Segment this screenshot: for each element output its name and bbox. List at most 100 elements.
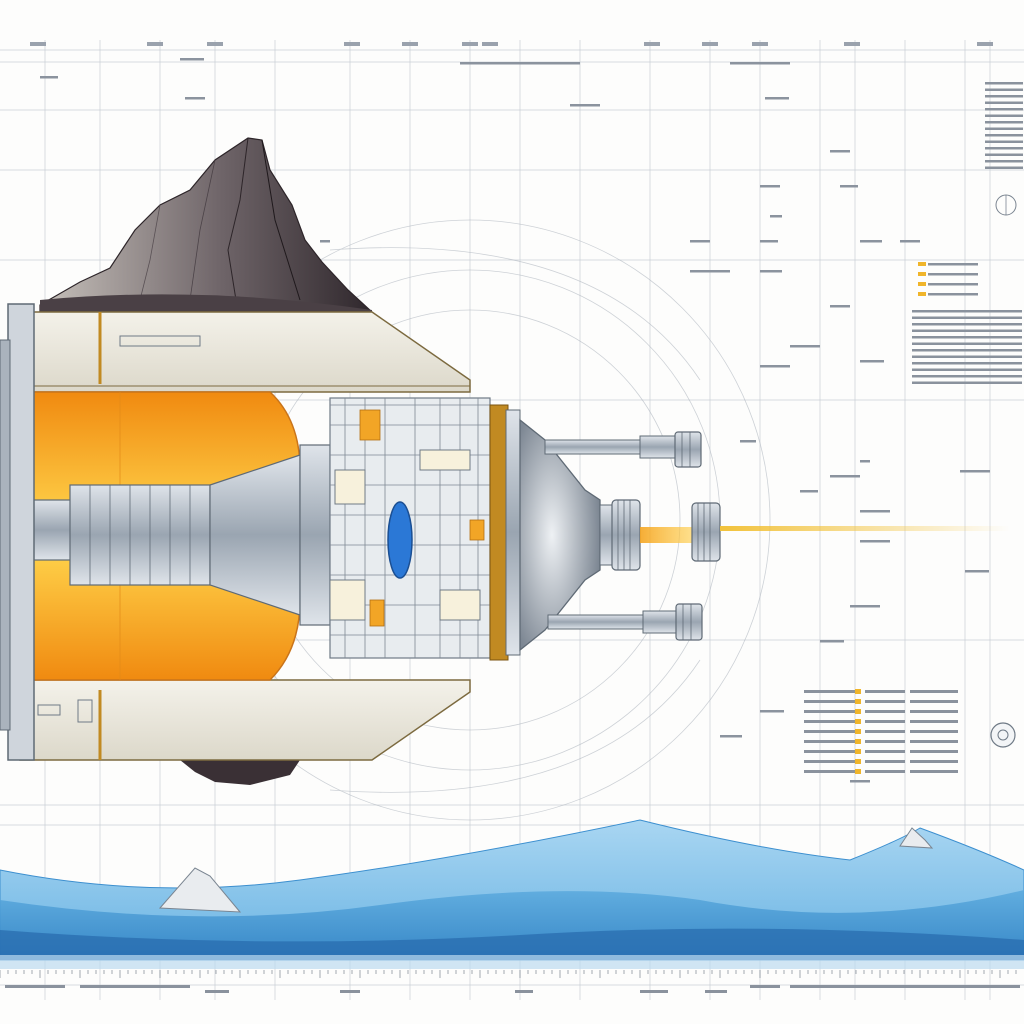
- compass-icon: [995, 194, 1017, 216]
- machinery-module: [334, 469, 366, 505]
- spec-line: [804, 720, 859, 723]
- spec-line: [910, 710, 958, 713]
- spec-line: [865, 760, 905, 763]
- annotation-mark: [690, 240, 710, 243]
- spec-tables: [804, 82, 1023, 774]
- scale-tick: [462, 42, 478, 46]
- spec-line: [928, 293, 978, 296]
- spec-line: [985, 127, 1023, 130]
- spec-line: [804, 740, 859, 743]
- spec-line: [912, 329, 1022, 332]
- scale-tick: [147, 42, 163, 46]
- annotation-mark: [840, 185, 858, 188]
- spec-line: [804, 730, 859, 733]
- spec-line: [865, 710, 905, 713]
- spec-line: [985, 147, 1023, 150]
- annotation-mark: [850, 605, 880, 608]
- spec-highlight: [855, 749, 861, 754]
- spec-line: [910, 740, 958, 743]
- spec-line: [865, 720, 905, 723]
- spec-highlight: [918, 272, 926, 276]
- spec-line: [912, 310, 1022, 313]
- spec-line: [912, 336, 1022, 339]
- spec-highlight: [855, 699, 861, 704]
- spec-highlight: [855, 769, 861, 774]
- scale-tick: [482, 42, 498, 46]
- scale-tick: [30, 42, 46, 46]
- annotation-mark: [760, 365, 790, 368]
- spec-line: [804, 770, 859, 773]
- annotation-mark: [760, 710, 784, 713]
- spec-line: [865, 690, 905, 693]
- upper-hull: [19, 311, 471, 393]
- spec-line: [912, 355, 1022, 358]
- heat-element: [369, 599, 385, 627]
- lower-arm: [547, 603, 703, 641]
- spec-line: [865, 740, 905, 743]
- spec-line: [910, 730, 958, 733]
- spec-highlight: [855, 719, 861, 724]
- heat-element: [359, 409, 381, 441]
- annotation-mark: [40, 76, 58, 79]
- annotation-mark: [860, 510, 890, 513]
- spec-line: [804, 690, 859, 693]
- spec-line: [928, 283, 978, 286]
- spec-highlight: [918, 292, 926, 296]
- spec-line: [912, 375, 1022, 378]
- annotation-mark: [720, 735, 742, 738]
- spec-line: [912, 368, 1022, 371]
- upper-arm: [544, 431, 702, 468]
- annotation-mark: [770, 215, 782, 218]
- annotation-mark: [765, 97, 789, 100]
- scale-label-mark: [340, 990, 360, 993]
- annotation-mark: [850, 780, 870, 783]
- spec-line: [985, 134, 1023, 137]
- scale-tick: [977, 42, 993, 46]
- spec-line: [804, 700, 859, 703]
- annotation-mark: [820, 640, 844, 643]
- spec-line: [912, 349, 1022, 352]
- spec-line: [985, 121, 1023, 124]
- lower-hull: [19, 679, 471, 761]
- output-nozzle: [599, 499, 1010, 571]
- annotation-mark: [520, 62, 580, 65]
- annotation-mark: [760, 185, 780, 188]
- bottom-scale: [0, 970, 1020, 993]
- annotation-marks: [40, 58, 990, 783]
- scale-label-mark: [80, 985, 190, 988]
- scale-label-mark: [705, 990, 727, 993]
- spec-line: [985, 114, 1023, 117]
- spec-line: [910, 750, 958, 753]
- gauge-icon: [990, 722, 1016, 748]
- scale-label-mark: [205, 990, 229, 993]
- annotation-mark: [730, 62, 790, 65]
- annotation-mark: [860, 360, 884, 363]
- annotation-mark: [460, 62, 530, 65]
- spec-highlight: [855, 759, 861, 764]
- spec-line: [910, 770, 958, 773]
- annotation-mark: [830, 305, 850, 308]
- spec-line: [928, 273, 978, 276]
- scale-label-mark: [515, 990, 533, 993]
- spec-line: [910, 720, 958, 723]
- spec-line: [912, 323, 1022, 326]
- spec-line: [910, 760, 958, 763]
- ocean-waves: [0, 819, 1024, 969]
- spec-line: [865, 770, 905, 773]
- rock-debris: [180, 760, 300, 785]
- machinery-module: [329, 579, 366, 621]
- annotation-mark: [830, 150, 850, 153]
- annotation-mark: [800, 490, 818, 493]
- bulkhead-disc: [489, 404, 601, 661]
- spec-highlight: [855, 739, 861, 744]
- machinery-module: [419, 449, 471, 471]
- spec-highlight: [918, 262, 926, 266]
- spec-line: [985, 166, 1023, 169]
- spec-line: [985, 140, 1023, 143]
- spec-line: [804, 710, 859, 713]
- scale-label-mark: [750, 985, 780, 988]
- spec-line: [985, 160, 1023, 163]
- annotation-mark: [830, 475, 860, 478]
- spec-line: [912, 342, 1022, 345]
